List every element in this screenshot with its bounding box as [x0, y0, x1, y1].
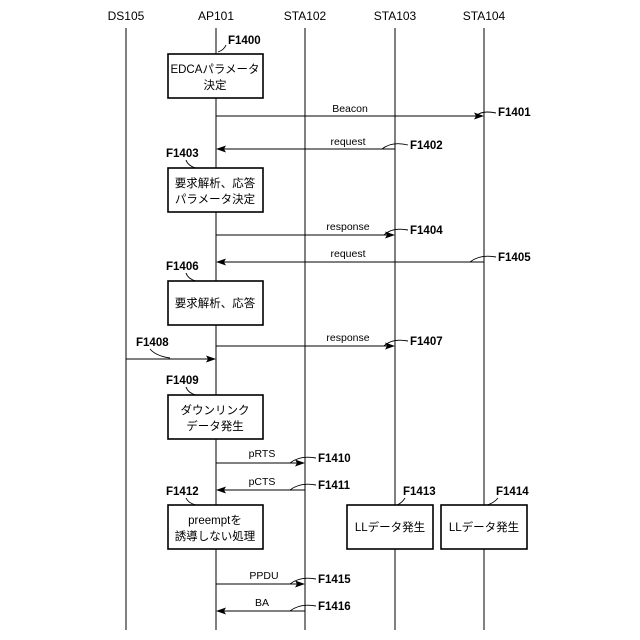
leader-f1412 — [186, 498, 196, 505]
step-label-f1413: F1413 — [403, 486, 436, 498]
process-text-f1412-line2: 誘導しない処理 — [175, 529, 256, 543]
step-label-f1408: F1408 — [136, 337, 169, 349]
step-label-f1404: F1404 — [410, 225, 443, 237]
step-label-f1406: F1406 — [166, 261, 199, 273]
message-label-response-1: response — [326, 221, 369, 233]
process-text-f1406-line1: 要求解析、応答 — [175, 296, 256, 310]
leader-f1400 — [218, 45, 226, 52]
process-text-f1409-line2: データ発生 — [186, 419, 244, 433]
step-label-f1409: F1409 — [166, 375, 199, 387]
message-label-beacon: Beacon — [332, 103, 368, 115]
leader-f1405 — [470, 256, 496, 262]
leader-f1409 — [186, 387, 196, 395]
process-text-f1414-line1: LLデータ発生 — [449, 520, 519, 534]
leader-f1413 — [397, 498, 405, 505]
step-label-f1416: F1416 — [318, 601, 351, 613]
process-text-f1403-line1: 要求解析、応答 — [175, 176, 256, 190]
step-label-f1415: F1415 — [318, 574, 351, 586]
message-label-request-sta104: request — [330, 248, 365, 260]
entity-label-ds105: DS105 — [108, 9, 145, 23]
message-label-pcts: pCTS — [249, 476, 276, 488]
entity-label-sta102: STA102 — [284, 9, 327, 23]
step-label-f1400: F1400 — [228, 35, 261, 47]
step-label-f1405: F1405 — [498, 252, 531, 264]
entity-label-sta103: STA103 — [374, 9, 417, 23]
process-text-f1400-line1: EDCAパラメータ — [170, 63, 259, 76]
step-label-f1414: F1414 — [496, 486, 529, 498]
message-label-response-2: response — [326, 332, 369, 344]
step-label-f1411: F1411 — [318, 480, 351, 492]
process-text-f1403-line2: パラメータ決定 — [175, 192, 256, 206]
leader-f1408 — [150, 349, 170, 358]
process-text-f1400-line2: 決定 — [204, 78, 227, 92]
step-label-f1403: F1403 — [166, 148, 199, 160]
process-text-f1413-line1: LLデータ発生 — [355, 520, 425, 534]
message-label-prts: pRTS — [249, 448, 276, 460]
message-label-ppdu: PPDU — [249, 570, 278, 582]
step-label-f1412: F1412 — [166, 486, 199, 498]
leader-f1406 — [186, 273, 196, 281]
step-label-f1407: F1407 — [410, 336, 443, 348]
process-text-f1412-line1: preemptを — [188, 514, 242, 527]
entity-label-ap101: AP101 — [198, 9, 234, 23]
leader-f1411 — [290, 484, 316, 490]
leader-f1415 — [290, 578, 316, 584]
leader-f1403 — [186, 160, 196, 168]
process-text-f1409-line1: ダウンリンク — [181, 403, 250, 417]
leader-f1416 — [290, 605, 316, 611]
leader-f1410 — [290, 457, 316, 463]
leader-f1414 — [487, 498, 498, 505]
step-label-f1401: F1401 — [498, 107, 531, 119]
step-label-f1402: F1402 — [410, 140, 443, 152]
entity-label-sta104: STA104 — [463, 9, 506, 23]
message-label-request-sta103: request — [330, 136, 365, 148]
step-label-f1410: F1410 — [318, 453, 351, 465]
message-label-ba: BA — [255, 597, 269, 609]
